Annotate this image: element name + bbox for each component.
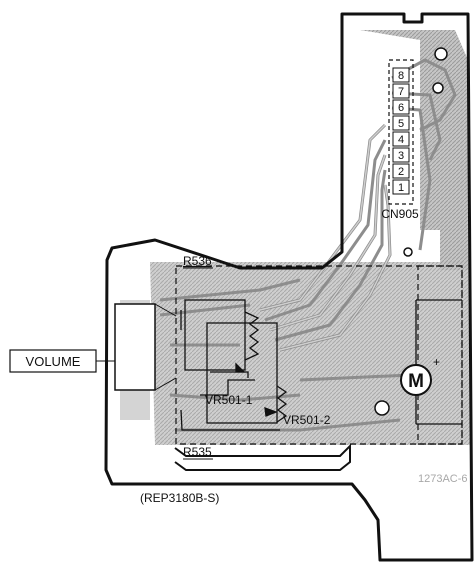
drawing-code-label: 1273AC-6 xyxy=(418,473,468,485)
connector-pin-label: 7 xyxy=(398,86,404,98)
board-outline xyxy=(104,12,474,562)
connector-pin xyxy=(392,83,410,99)
motor-label: M xyxy=(408,371,424,392)
circuit-traces-light xyxy=(259,124,391,351)
volume-slider-housing xyxy=(114,303,177,391)
connector-pin-label: 6 xyxy=(398,102,404,114)
connector-pin xyxy=(392,99,410,115)
connector-pin-label: 8 xyxy=(398,70,404,82)
connector-pin xyxy=(392,163,410,179)
motor-symbol: M + xyxy=(400,299,462,425)
connector-pin-label: 4 xyxy=(398,134,404,146)
connector-pin xyxy=(392,67,410,83)
component-boundary-motor xyxy=(417,265,463,445)
connector-pin-label: 2 xyxy=(398,166,404,178)
connector-name-label: CN905 xyxy=(381,207,419,221)
connector-pin xyxy=(392,179,410,195)
mounting-holes xyxy=(374,47,448,416)
connector-pin xyxy=(392,115,410,131)
r536-label: R536 xyxy=(183,254,212,268)
board-inner-edge xyxy=(174,443,351,471)
motor-plus-label: + xyxy=(433,355,440,369)
part-number-label: (REP3180B-S) xyxy=(140,491,219,505)
connector-pins: 8 7 6 5 4 3 2 1 xyxy=(392,67,410,195)
potentiometer-vr501-1 xyxy=(184,299,260,396)
connector-pin xyxy=(392,131,410,147)
vr501-2-label: VR501-2 xyxy=(283,413,331,427)
volume-label-box: VOLUME xyxy=(9,349,115,373)
connector-pin-label: 5 xyxy=(398,118,404,130)
volume-label: VOLUME xyxy=(26,354,81,369)
connector-pin-label: 3 xyxy=(398,150,404,162)
connector-pin-label: 1 xyxy=(398,182,404,194)
r535-label: R535 xyxy=(183,445,212,459)
potentiometer-vr501-2 xyxy=(180,310,288,431)
vr501-1-label: VR501-1 xyxy=(205,393,253,407)
connector-pin xyxy=(392,147,410,163)
